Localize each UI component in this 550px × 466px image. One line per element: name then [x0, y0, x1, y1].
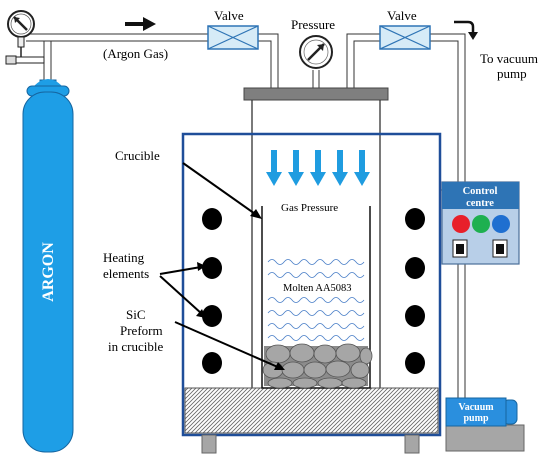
pressure-label: Pressure: [291, 17, 335, 32]
control-centre-label-line1: Control: [463, 186, 498, 197]
molten-metal-label: Molten AA5083: [283, 283, 352, 294]
blue-button-icon: [492, 215, 510, 233]
sic-preform: [262, 343, 373, 389]
lid-pressure-gauge-icon: [299, 35, 333, 69]
vacuum-pump-label-line1: Vacuum: [458, 402, 494, 413]
to-vacuum-label-line1: To vacuum: [480, 51, 538, 66]
callout-arrowheads-icon: [196, 209, 285, 370]
left-valve-label: Valve: [214, 8, 244, 23]
heating-elements: [202, 208, 425, 374]
sic-preform-label-line1: SiC: [126, 307, 146, 322]
to-vacuum-label-line2: pump: [497, 66, 527, 81]
heating-elements-label-line2: elements: [103, 266, 149, 281]
gas-pressure-arrows: [266, 150, 370, 186]
furnace-leg-right: [404, 434, 420, 454]
green-button-icon: [472, 215, 490, 233]
right-valve-label: Valve: [387, 8, 417, 23]
argon-flow-arrow-icon: [125, 17, 156, 31]
furnace-lid: [243, 87, 389, 101]
furnace-insulation-base: [184, 387, 439, 434]
furnace-body: [181, 132, 442, 437]
argon-cylinder: ARGON: [22, 79, 74, 453]
red-button-icon: [452, 215, 470, 233]
molten-metal-waves: [267, 259, 365, 341]
crucible-label: Crucible: [115, 148, 160, 163]
cylinder-pressure-gauge-icon: [5, 10, 45, 65]
argon-label: ARGON: [40, 242, 57, 302]
sic-preform-label-line2: Preform: [120, 323, 163, 338]
furnace-leg-left: [201, 434, 217, 454]
control-centre-panel: Control centre: [441, 181, 520, 265]
callout-lines: [159, 162, 281, 369]
inner-chamber: [251, 100, 381, 388]
crucible: [261, 206, 371, 389]
control-centre-label-line2: centre: [466, 198, 494, 209]
sic-preform-label-line3: in crucible: [108, 339, 163, 354]
argon-gas-label: (Argon Gas): [103, 46, 168, 61]
right-valve-icon: [379, 25, 431, 50]
vacuum-pump: Vacuum pump: [445, 397, 525, 452]
heating-elements-label-line1: Heating: [103, 250, 145, 265]
vacuum-direction-arrow-icon: [454, 20, 478, 40]
vacuum-pump-label-line2: pump: [463, 413, 488, 424]
left-valve-icon: [207, 25, 259, 50]
gas-pressure-label: Gas Pressure: [281, 202, 338, 214]
